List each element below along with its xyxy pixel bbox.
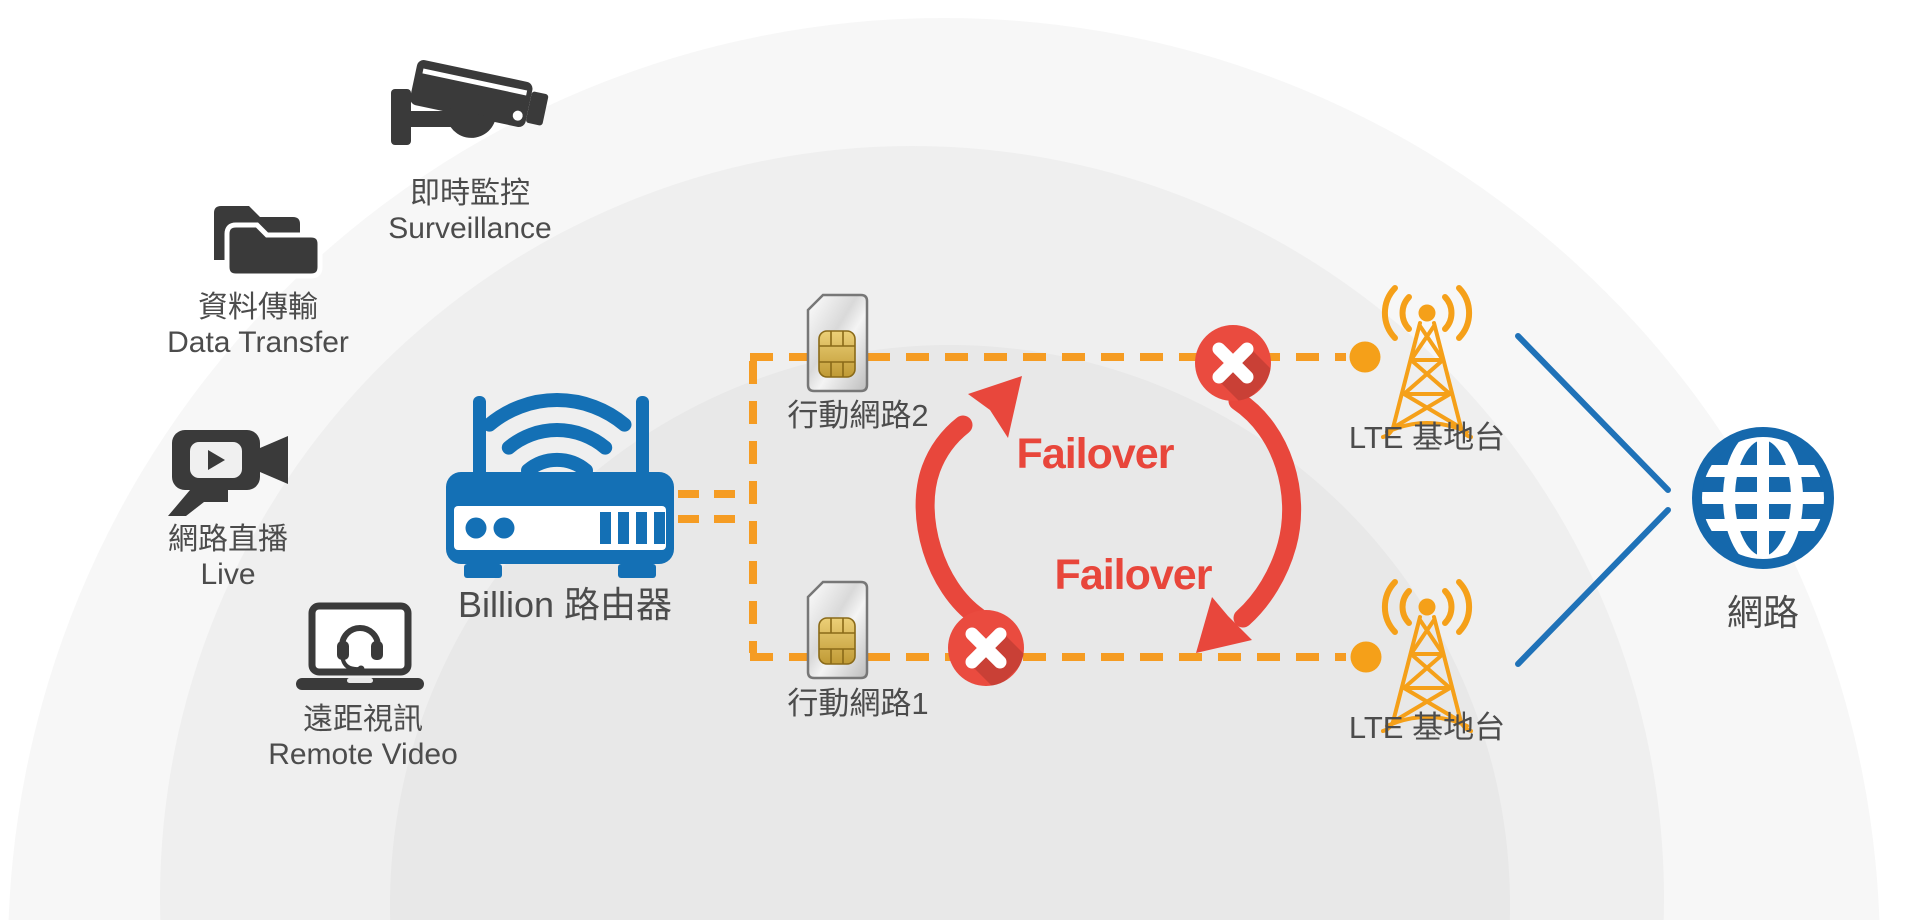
globe-icon: [1692, 427, 1834, 569]
folder-icon: [214, 206, 323, 279]
background-arcs: [8, 18, 1880, 920]
failover-arrows: [915, 376, 1302, 653]
service-label-surveillance: 即時監控 Surveillance: [388, 176, 551, 247]
service-label-remote-video-en: Remote Video: [268, 738, 458, 772]
service-label-live-zh: 網路直播: [168, 523, 288, 556]
service-label-live-en: Live: [200, 558, 256, 592]
x-mark-top-icon: [1195, 325, 1271, 401]
lte-tower-bottom-icon: [1381, 579, 1473, 733]
lte-tower-top-icon: [1381, 285, 1473, 439]
x-mark-bottom-icon: [948, 610, 1024, 686]
lte-tower-top-label: LTE 基地台: [1348, 420, 1506, 455]
failover-arrow-up-body: [915, 415, 988, 627]
service-label-live: 網路直播 Live: [168, 522, 288, 593]
sim1-label: 行動網路1: [787, 686, 929, 721]
sim-card-1-icon: [806, 580, 869, 680]
signal-dot-bottom: [1350, 641, 1382, 673]
sim-card-2-icon: [806, 293, 869, 393]
failover-arrow-up-head: [968, 376, 1022, 438]
service-label-data-transfer-en: Data Transfer: [167, 326, 349, 360]
service-label-data-transfer-zh: 資料傳輸: [198, 291, 318, 324]
sim2-label: 行動網路2: [787, 398, 929, 433]
laptop-headset-icon: [296, 602, 424, 690]
cctv-camera-icon: [391, 60, 549, 145]
failover-arrow-down-head: [1196, 597, 1252, 653]
wifi-router-icon: [446, 393, 674, 578]
service-label-surveillance-zh: 即時監控: [409, 177, 530, 210]
wifi-waves-icon: [482, 393, 632, 478]
internet-link-lines: [1515, 333, 1671, 667]
failover-arrow-down-body: [1228, 391, 1302, 628]
internet-label: 網路: [1726, 592, 1800, 633]
service-label-remote-video: 遠距視訊 Remote Video: [268, 702, 458, 773]
router-label: Billion 路由器: [457, 584, 673, 625]
failover-label-top: Failover: [1016, 430, 1175, 478]
video-camera-icon: [168, 430, 288, 516]
signal-dot-top: [1349, 341, 1381, 373]
service-label-surveillance-en: Surveillance: [388, 212, 552, 246]
lte-tower-bottom-label: LTE 基地台: [1348, 710, 1506, 745]
service-label-remote-video-zh: 遠距視訊: [302, 703, 423, 736]
failover-label-bottom: Failover: [1054, 551, 1213, 599]
service-label-data-transfer: 資料傳輸 Data Transfer: [167, 290, 349, 361]
